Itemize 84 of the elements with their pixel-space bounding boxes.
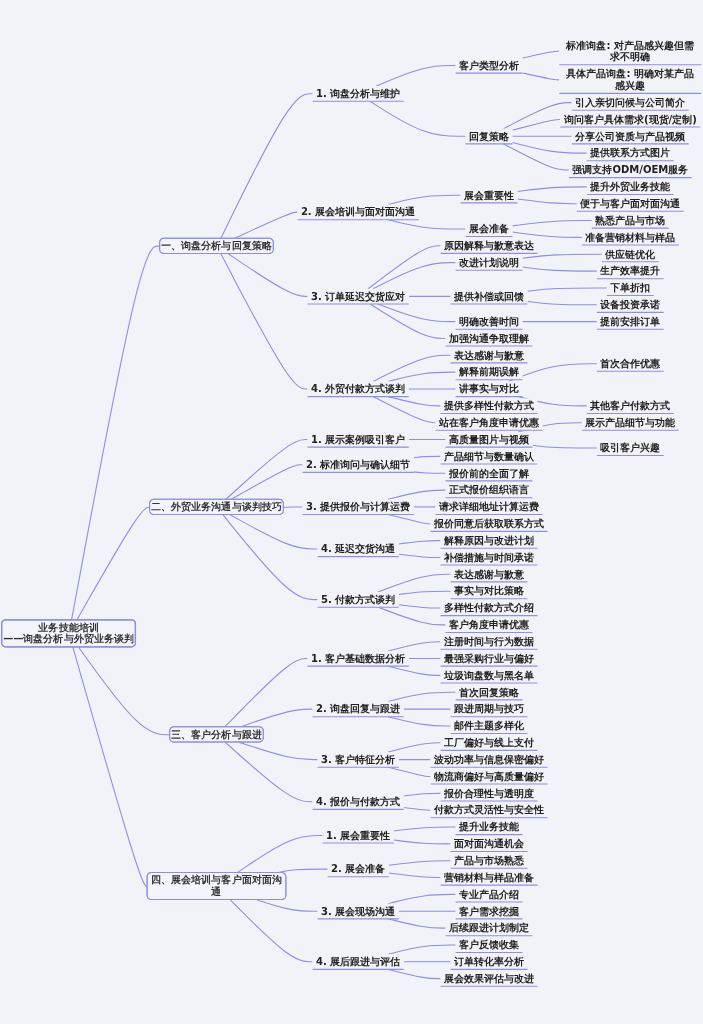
connector bbox=[387, 489, 447, 500]
connector bbox=[227, 253, 309, 297]
connector bbox=[387, 194, 462, 206]
connector bbox=[511, 220, 593, 227]
connector bbox=[388, 872, 442, 879]
connector bbox=[398, 759, 432, 761]
connector bbox=[531, 444, 598, 449]
connector bbox=[403, 792, 442, 797]
connector bbox=[78, 646, 171, 736]
connector bbox=[229, 464, 304, 501]
connector bbox=[511, 231, 583, 238]
connector bbox=[408, 295, 452, 297]
connector bbox=[372, 396, 437, 424]
connector bbox=[222, 514, 319, 601]
connector bbox=[398, 590, 452, 596]
connector bbox=[511, 141, 588, 154]
connector bbox=[238, 741, 319, 761]
connector bbox=[387, 665, 442, 676]
connector bbox=[413, 471, 447, 474]
connector bbox=[224, 439, 309, 501]
connector bbox=[369, 100, 467, 137]
connector bbox=[511, 135, 573, 137]
connector bbox=[229, 899, 314, 963]
connector bbox=[507, 363, 598, 382]
connector bbox=[387, 371, 457, 382]
connector bbox=[403, 708, 452, 710]
connector bbox=[387, 514, 432, 525]
connector bbox=[233, 211, 299, 240]
connector bbox=[521, 253, 603, 259]
connector bbox=[526, 300, 598, 306]
connector bbox=[398, 910, 457, 912]
connector bbox=[256, 899, 319, 912]
connector bbox=[511, 118, 561, 131]
connector bbox=[377, 573, 452, 593]
connector bbox=[398, 553, 442, 559]
connector bbox=[387, 742, 442, 753]
connector bbox=[375, 65, 457, 87]
connector bbox=[387, 766, 432, 778]
connector bbox=[377, 606, 447, 626]
connector bbox=[387, 219, 467, 230]
connector bbox=[387, 716, 452, 727]
connector bbox=[236, 834, 324, 874]
connector bbox=[220, 93, 314, 240]
connector bbox=[387, 968, 442, 980]
connector bbox=[516, 198, 578, 205]
connector bbox=[393, 839, 452, 845]
connector bbox=[502, 102, 573, 130]
connector bbox=[413, 455, 442, 459]
connector bbox=[516, 186, 588, 193]
connector bbox=[387, 944, 457, 955]
connector bbox=[521, 72, 560, 81]
connector bbox=[387, 893, 457, 905]
connector bbox=[387, 396, 442, 407]
connector bbox=[502, 143, 570, 171]
connector bbox=[408, 658, 442, 660]
connector bbox=[398, 540, 442, 545]
connector bbox=[377, 303, 457, 323]
connector bbox=[223, 658, 309, 728]
connector bbox=[408, 388, 457, 390]
connector bbox=[387, 691, 457, 703]
connector bbox=[387, 918, 447, 929]
connector bbox=[393, 826, 457, 832]
connector bbox=[70, 245, 161, 621]
connector bbox=[408, 439, 447, 441]
connector bbox=[229, 514, 319, 550]
connector bbox=[72, 646, 149, 887]
connector bbox=[521, 321, 598, 323]
connector bbox=[367, 245, 442, 290]
connector bbox=[224, 741, 314, 803]
connector bbox=[521, 266, 598, 272]
connector bbox=[372, 262, 457, 290]
connector bbox=[413, 506, 437, 508]
connector bbox=[388, 860, 452, 866]
connector bbox=[369, 303, 447, 340]
connector bbox=[526, 287, 608, 292]
connector bbox=[398, 604, 442, 609]
connector bbox=[403, 961, 452, 963]
connector bbox=[521, 50, 560, 59]
connector bbox=[372, 354, 452, 382]
connector bbox=[220, 253, 309, 390]
connector bbox=[403, 807, 432, 811]
connector bbox=[283, 506, 304, 508]
connector bbox=[387, 641, 442, 652]
connector bbox=[76, 506, 151, 621]
